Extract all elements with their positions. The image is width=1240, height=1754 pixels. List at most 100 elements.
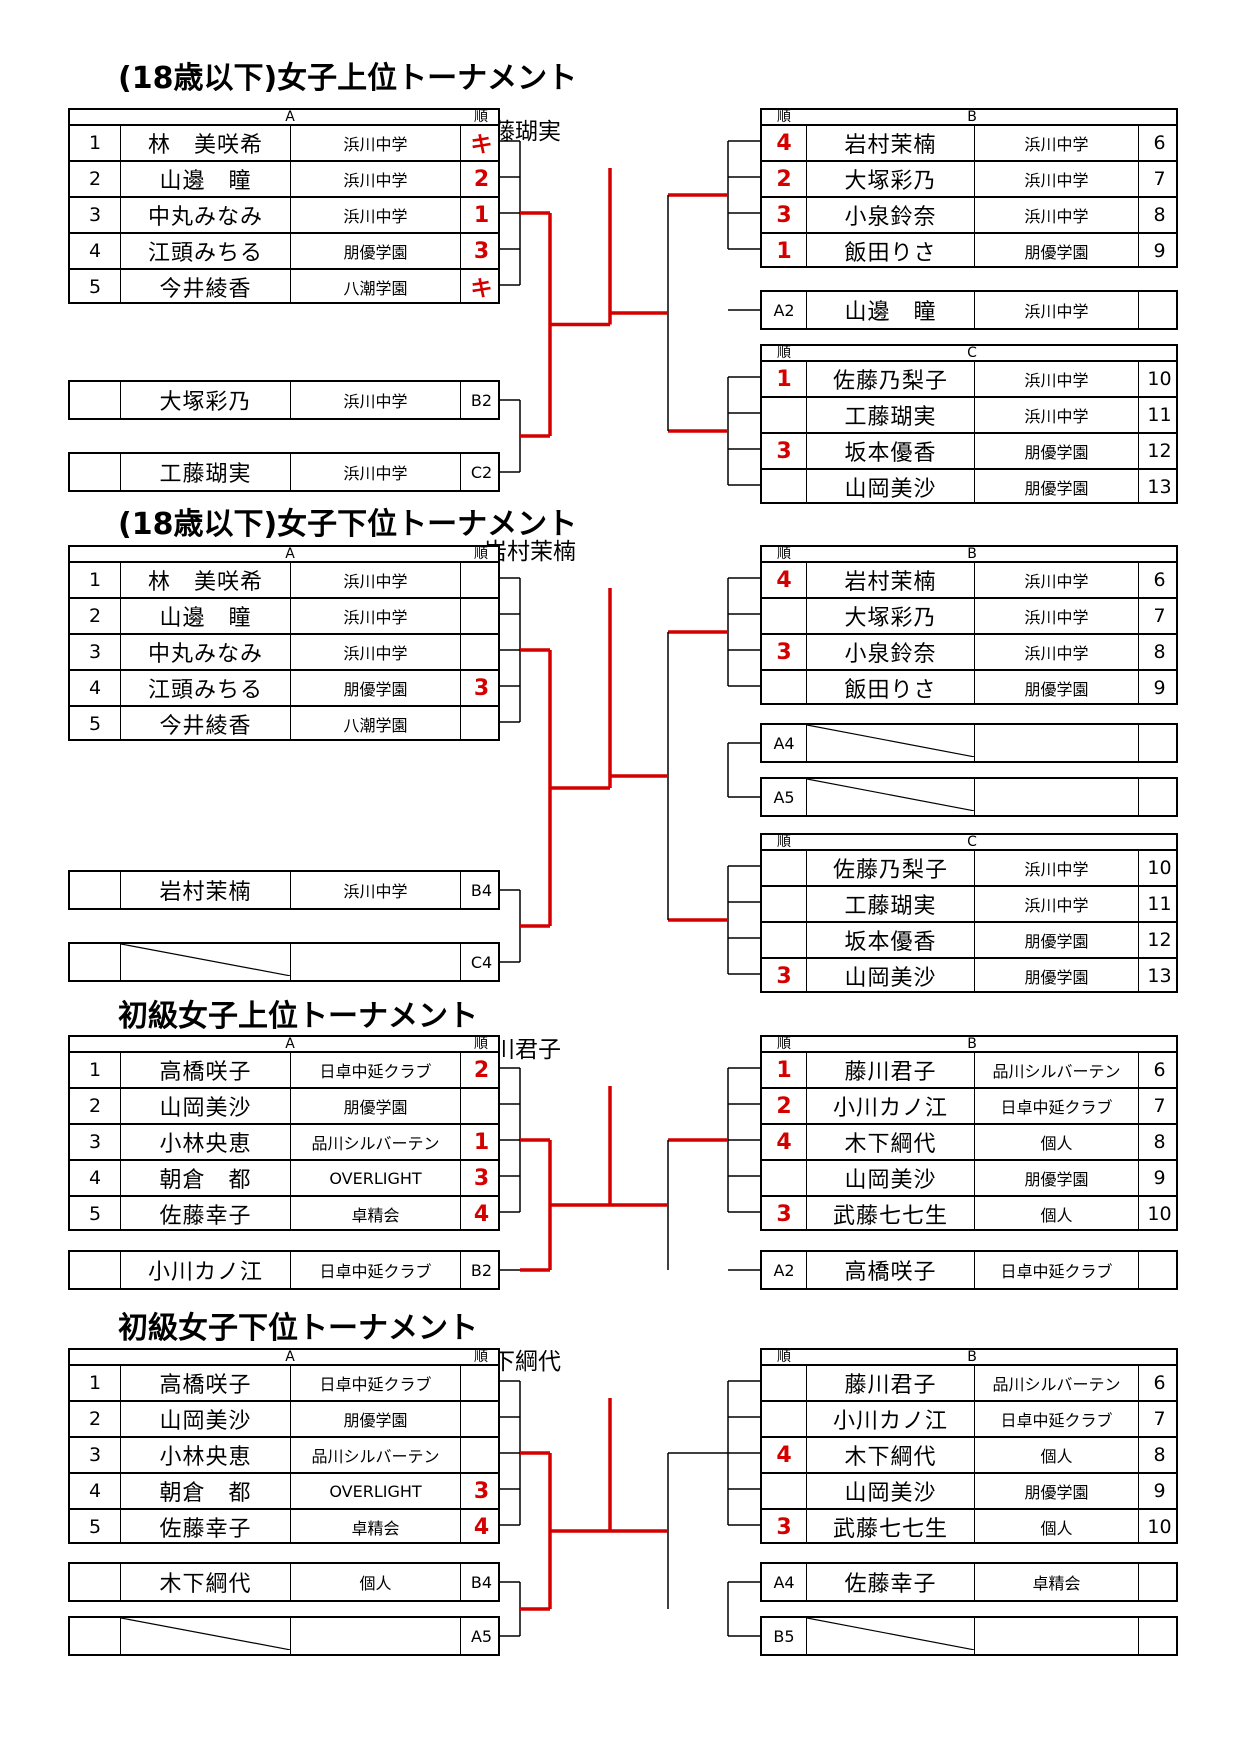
cell-num: 7	[1138, 599, 1180, 633]
cell-mname: 小川カノ江	[806, 1089, 974, 1123]
cell-num: 7	[1138, 1402, 1180, 1436]
cell-code: B4	[460, 872, 502, 908]
cell-idx: 4	[88, 1480, 102, 1502]
cell-mname	[806, 1618, 974, 1654]
cell-team: 日卓中延クラブ	[290, 1366, 460, 1400]
cell-mord	[762, 887, 806, 921]
cell-num: 11	[1138, 398, 1180, 432]
cell-team: 日卓中延クラブ	[974, 1089, 1138, 1123]
cell-mname: 木下綱代	[806, 1125, 974, 1159]
cell-team	[290, 944, 460, 980]
empty-slot-slash	[807, 725, 974, 757]
cell-mord: 3	[776, 1201, 792, 1227]
cell-ord: 4	[460, 1510, 502, 1544]
cell-name: 山岡美沙	[120, 1402, 290, 1436]
cell-team: 浜川中学	[974, 362, 1138, 396]
group-label: A	[285, 1349, 295, 1365]
right-single-entry: B5	[760, 1616, 1178, 1656]
cell-team: 浜川中学	[974, 126, 1138, 160]
cell-ord	[460, 635, 502, 669]
cell-idx: 5	[88, 1516, 102, 1538]
cell-num: 7	[1138, 162, 1180, 196]
cell-mname: 工藤瑚実	[806, 887, 974, 921]
order-header-label: 順	[777, 1036, 791, 1052]
cell-name: 朝倉 都	[120, 1161, 290, 1195]
group-label: B	[967, 1036, 977, 1052]
cell-num: 8	[1138, 1125, 1180, 1159]
cell-idx	[70, 1564, 120, 1600]
cell-mname: 山岡美沙	[806, 470, 974, 504]
cell-num	[1138, 292, 1180, 328]
cell-team	[974, 725, 1138, 761]
cell-name: 大塚彩乃	[120, 382, 290, 418]
cell-mord: 3	[776, 438, 792, 464]
cell-ord: 3	[460, 1474, 502, 1508]
cell-ord	[460, 563, 502, 597]
cell-name: 中丸みなみ	[120, 635, 290, 669]
cell-team	[974, 1618, 1138, 1654]
cell-ord	[460, 1366, 502, 1400]
cell-mord	[762, 1474, 806, 1508]
cell-num	[1138, 1252, 1180, 1288]
cell-name: 山邊 瞳	[120, 599, 290, 633]
right-single-entry: A5	[760, 777, 1178, 817]
cell-code: C4	[460, 944, 502, 980]
cell-ord	[460, 1402, 502, 1436]
cell-mord: 1	[776, 366, 792, 392]
cell-idx	[70, 454, 120, 490]
cell-name: 佐藤幸子	[120, 1197, 290, 1231]
cell-idx: 2	[88, 1408, 102, 1430]
cell-num: 6	[1138, 126, 1180, 160]
cell-name: 江頭みちる	[120, 671, 290, 705]
cell-code: B5	[773, 1626, 795, 1646]
cell-num: 9	[1138, 1161, 1180, 1195]
cell-mord: 4	[776, 567, 792, 593]
cell-name: 佐藤幸子	[120, 1510, 290, 1544]
cell-code: A5	[773, 787, 795, 807]
cell-name: 今井綾香	[120, 270, 290, 304]
cell-num: 8	[1138, 635, 1180, 669]
group-label: B	[967, 546, 977, 562]
order-header-label: 順	[777, 834, 791, 850]
cell-ord: 3	[460, 1161, 502, 1195]
cell-team: 卓精会	[974, 1564, 1138, 1600]
cell-team: 浜川中学	[290, 126, 460, 160]
cell-code: A2	[773, 1260, 795, 1280]
cell-name: 岩村茉楠	[120, 872, 290, 908]
cell-team: 朋優学園	[974, 1474, 1138, 1508]
cell-team: 浜川中学	[974, 635, 1138, 669]
cell-team: 浜川中学	[290, 454, 460, 490]
cell-team: 浜川中学	[290, 162, 460, 196]
cell-team: 八潮学園	[290, 270, 460, 304]
cell-team: OVERLIGHT	[290, 1161, 460, 1195]
empty-slot-slash	[121, 1618, 290, 1650]
cell-num: 6	[1138, 1053, 1180, 1087]
cell-mord: 2	[776, 166, 792, 192]
cell-ord	[460, 1089, 502, 1123]
